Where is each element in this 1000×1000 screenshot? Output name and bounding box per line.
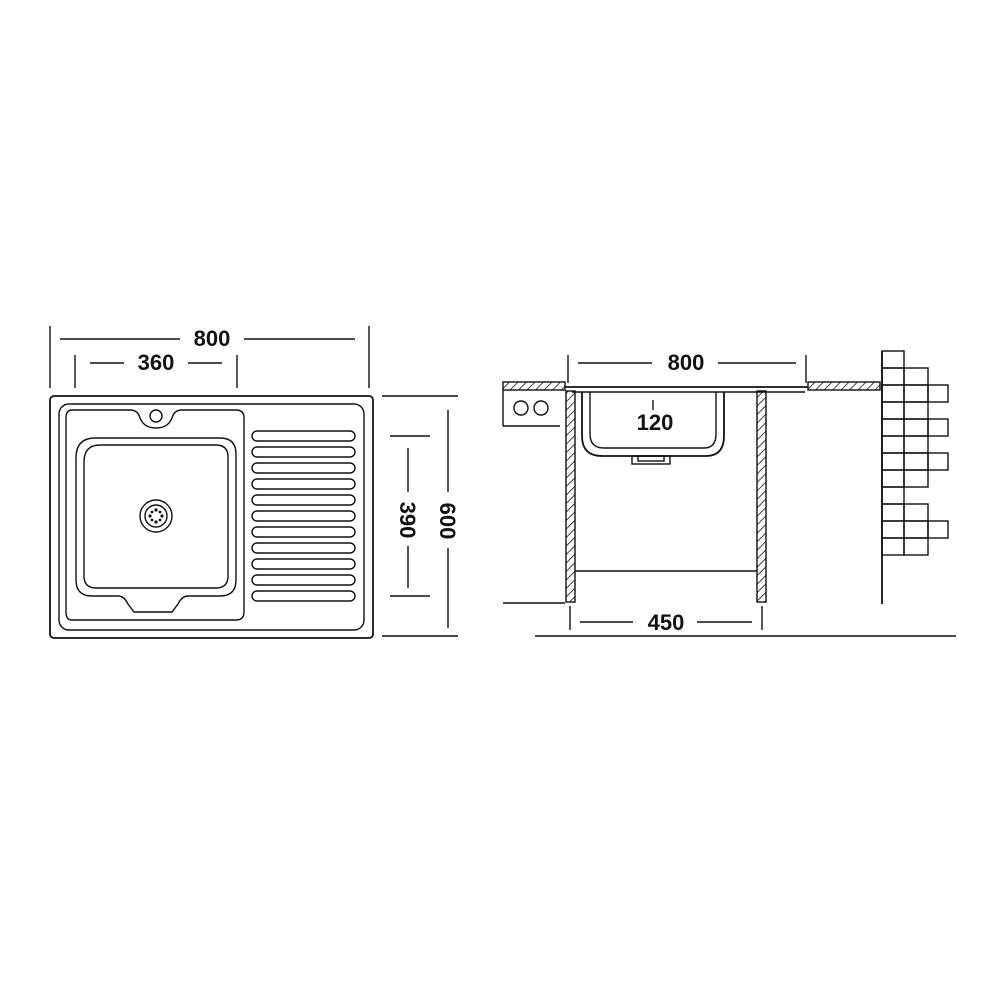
dim-bowl-height-label: 120 — [637, 410, 674, 435]
drainboard-ribs — [251, 430, 356, 602]
knob-icon — [513, 400, 529, 416]
brick-wall — [881, 350, 949, 604]
dim-width-total-label: 800 — [194, 326, 231, 351]
dimension-bowl-height: 120 — [637, 400, 674, 435]
sink-inner-rim — [58, 403, 365, 631]
bowl-frame — [65, 409, 245, 621]
top-view: 800 360 390 600 — [49, 326, 460, 639]
side-view: 800 120 450 — [502, 350, 956, 637]
countertop-right — [807, 381, 881, 391]
dimension-sink-width: 800 — [567, 350, 807, 383]
dimension-bowl-depth: 390 — [390, 435, 430, 597]
dim-depth-total-label: 600 — [435, 503, 460, 540]
dimension-cabinet-width: 450 — [569, 606, 763, 635]
dim-bowl-depth-label: 390 — [395, 502, 420, 539]
knob-icon — [533, 400, 549, 416]
bowl — [75, 437, 237, 613]
bowl-inner — [83, 444, 229, 589]
dimension-depth-total: 600 — [382, 395, 460, 637]
tap-hole-icon — [149, 409, 163, 423]
dim-bowl-width-label: 360 — [138, 350, 175, 375]
dim-cabinet-width-label: 450 — [648, 610, 685, 635]
cabinet-right-wall — [756, 390, 767, 603]
sink-outline — [49, 395, 374, 639]
countertop-left — [502, 381, 566, 391]
dim-sink-width-label: 800 — [668, 350, 705, 375]
drain-icon — [139, 499, 173, 533]
dimension-bowl-width: 360 — [74, 350, 238, 388]
cabinet-left-wall — [565, 390, 576, 603]
dimension-width-total: 800 — [49, 326, 370, 388]
